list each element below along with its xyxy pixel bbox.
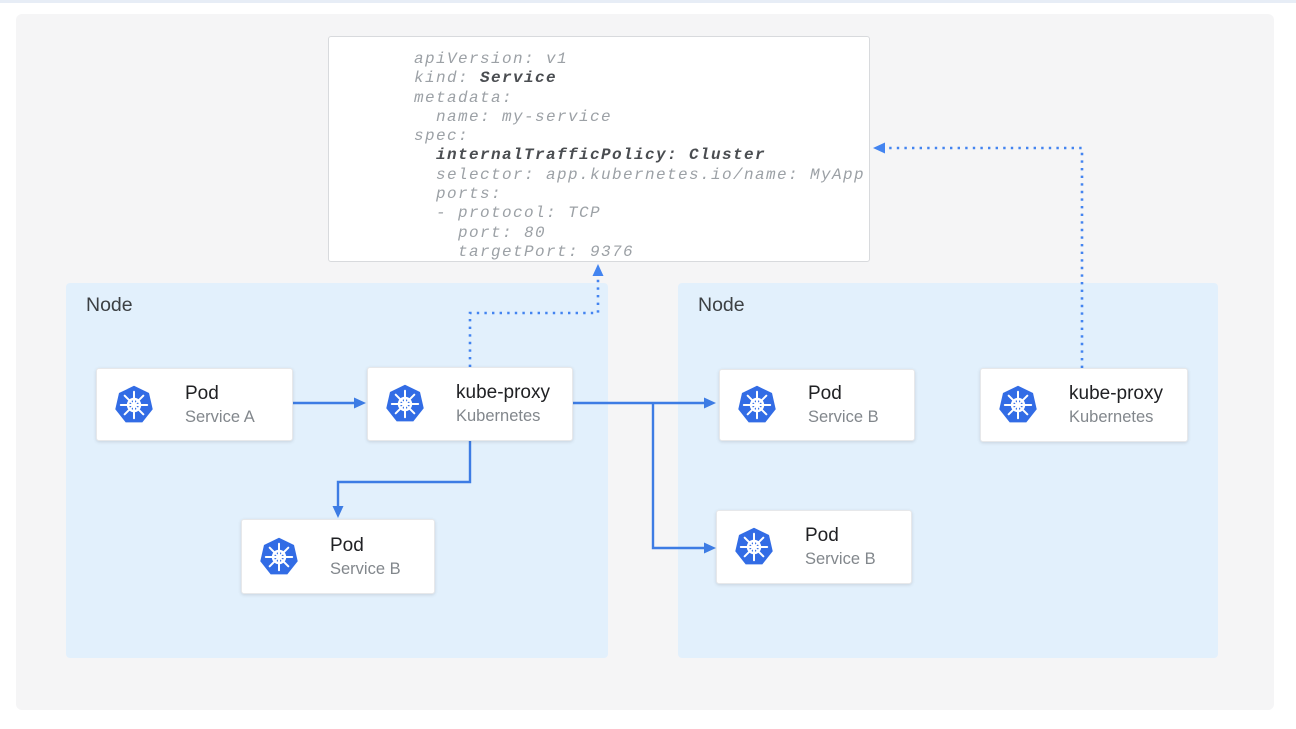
- card-title: Pod: [185, 382, 219, 404]
- kube-proxy-card-right: kube-proxy Kubernetes: [980, 368, 1188, 442]
- kubernetes-icon: [734, 527, 774, 567]
- card-title: Pod: [330, 534, 364, 556]
- kubernetes-icon: [114, 385, 154, 425]
- card-title: kube-proxy: [1069, 383, 1163, 404]
- card-subtitle: Kubernetes: [456, 407, 541, 425]
- card-subtitle: Service B: [330, 559, 401, 578]
- card-title: Pod: [808, 383, 842, 404]
- card-subtitle: Service A: [185, 407, 255, 426]
- yaml-line: name: my-service: [414, 107, 613, 126]
- yaml-line: metadata:: [414, 88, 514, 107]
- kubernetes-icon: [998, 385, 1038, 425]
- node-label: Node: [86, 294, 133, 316]
- yaml-line: ports:: [414, 185, 503, 204]
- kube-proxy-card-left: kube-proxy Kubernetes: [367, 367, 573, 441]
- kubernetes-icon: [737, 385, 777, 425]
- node-label: Node: [698, 294, 745, 316]
- yaml-line: kind: Service: [414, 69, 558, 88]
- card-subtitle: Service B: [805, 550, 876, 568]
- yaml-line: port: 80: [414, 223, 547, 242]
- pod-card-service-a: Pod Service A: [96, 368, 293, 441]
- yaml-line: targetPort: 9376: [414, 242, 635, 261]
- card-subtitle: Kubernetes: [1069, 408, 1154, 426]
- node-box-right: Node: [678, 283, 1218, 658]
- yaml-line: internalTrafficPolicy: Cluster: [436, 146, 767, 165]
- top-divider: [0, 0, 1296, 3]
- kubernetes-icon: [385, 384, 425, 424]
- card-title: Pod: [805, 525, 839, 546]
- card-subtitle: Service B: [808, 408, 879, 426]
- pod-card-service-b-right-top: Pod Service B: [719, 369, 915, 441]
- yaml-line: apiVersion: v1: [414, 50, 569, 68]
- card-title: kube-proxy: [456, 382, 550, 403]
- yaml-line: selector: app.kubernetes.io/name: MyApp: [414, 165, 866, 184]
- yaml-line: spec:: [414, 127, 470, 146]
- yaml-line: - protocol: TCP: [414, 204, 602, 223]
- kubernetes-icon: [259, 537, 299, 577]
- pod-card-service-b-left: Pod Service B: [241, 519, 435, 594]
- pod-card-service-b-right-bottom: Pod Service B: [716, 510, 912, 584]
- node-box-left: Node: [66, 283, 608, 658]
